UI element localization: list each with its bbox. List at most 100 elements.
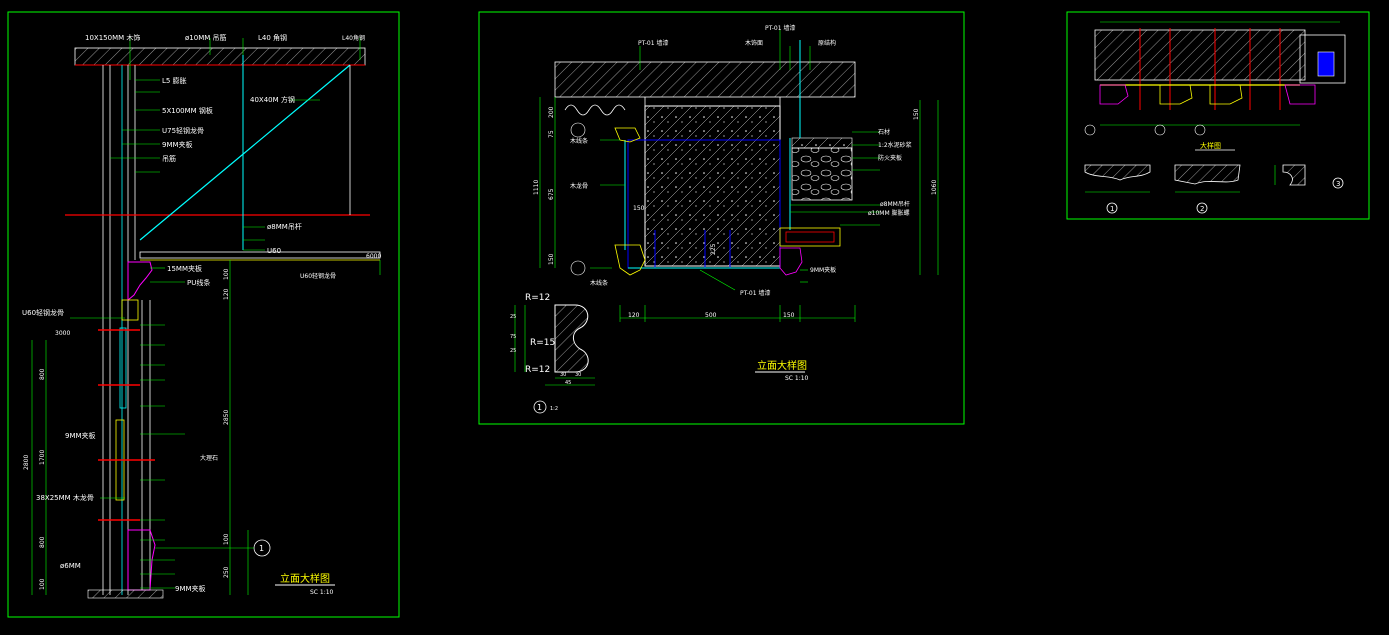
profile-dim-5: 25 xyxy=(510,348,516,354)
profile-r2: R=15 xyxy=(530,338,555,348)
right-profile-callout-2 xyxy=(1196,202,1208,214)
left-drawing-title: 立面大样图 xyxy=(280,572,330,585)
right-callout-b xyxy=(1154,124,1166,136)
right-moulding-1 xyxy=(1099,84,1129,105)
left-anno-9: 吊筋 xyxy=(162,154,176,163)
middle-anno-14: 木龙骨 xyxy=(570,182,588,190)
left-anno-20: 9MM夹板 xyxy=(175,584,206,593)
profile-dim-4: 75 xyxy=(510,334,516,340)
left-dim-10: 6000 xyxy=(366,253,381,260)
right-moulding-3 xyxy=(1209,84,1243,105)
middle-anno-8: ø8MM吊杆 xyxy=(880,200,910,208)
left-dim-12: 120 xyxy=(223,288,230,300)
middle-structure-block xyxy=(644,105,781,267)
middle-anno-1: PT-01 墙漆 xyxy=(638,39,668,47)
middle-dim-labels: 120 500 150 1110 675 150 1060 150 225 20… xyxy=(533,106,938,319)
middle-anno-6: 1:2水泥砂浆 xyxy=(878,141,912,149)
left-cornice xyxy=(127,261,153,302)
middle-drawing-title: 立面大样图 xyxy=(757,359,807,372)
middle-panel xyxy=(478,11,965,425)
middle-anno-3: 原结构 xyxy=(818,39,836,47)
middle-cornice-right xyxy=(779,247,803,276)
right-profile-dims xyxy=(1085,165,1276,193)
right-title-block: 大样图 1 2 3 xyxy=(1110,141,1340,213)
left-anno-18: 38X25MM 木龙骨 xyxy=(36,493,94,502)
right-panel-frame xyxy=(1066,11,1370,220)
right-callout-a xyxy=(1084,124,1096,136)
left-anno-11: ø8MM吊杆 xyxy=(267,222,302,231)
left-anno-16: U60轻钢龙骨 xyxy=(22,308,64,317)
left-cornice-block xyxy=(121,299,139,321)
middle-dim-3: 150 xyxy=(783,312,795,319)
middle-top-moulding xyxy=(614,127,641,143)
right-profile-callout-3 xyxy=(1332,177,1344,189)
left-dim-9: 250 xyxy=(223,566,230,578)
right-profile-2 xyxy=(1174,164,1241,185)
middle-ceiling-slab xyxy=(554,61,856,98)
left-text-labels: 10X150MM 木饰 ø10MM 吊筋 L40 角钢 L40角钢 L5 膨胀 … xyxy=(22,33,365,593)
right-profile-callout-1 xyxy=(1106,202,1118,214)
left-dim-7: 2850 xyxy=(223,410,230,425)
right-callout-1: 1 xyxy=(1110,205,1114,213)
left-panel xyxy=(7,11,400,618)
left-ceiling-slab xyxy=(74,47,366,66)
middle-dim-5: 675 xyxy=(548,188,555,200)
left-anno-3: L40 角钢 xyxy=(258,33,287,42)
middle-callout-top xyxy=(570,122,586,138)
right-callout-2: 2 xyxy=(1200,205,1204,213)
middle-dim-10: 200 xyxy=(548,106,555,118)
left-dim-labels: 3000 2800 800 1700 800 100 2850 100 250 … xyxy=(23,253,381,590)
left-anno-14: 15MM夹板 xyxy=(167,264,202,273)
left-anno-13: U60轻钢龙骨 xyxy=(300,272,336,280)
left-anno-12: U60 xyxy=(267,247,281,255)
right-cornice-box xyxy=(1299,34,1346,84)
profile-r1: R=12 xyxy=(525,293,550,303)
profile-scale: 1:2 xyxy=(550,406,558,412)
left-panel-frame xyxy=(7,11,400,618)
middle-anno-5: 木线条 xyxy=(570,137,588,145)
left-anno-5: L5 膨胀 xyxy=(162,76,187,85)
profile-dim-3: 25 xyxy=(510,314,516,320)
profile-callout xyxy=(533,400,547,414)
middle-anno-11: 木线条 xyxy=(590,279,608,287)
middle-dim-11: 75 xyxy=(548,130,555,138)
left-dim-8: 100 xyxy=(223,533,230,545)
left-anno-17: 9MM夹板 xyxy=(65,431,96,440)
left-dim-2: 2800 xyxy=(23,455,30,470)
left-dim-1: 3000 xyxy=(55,330,70,337)
middle-text-labels: PT-01 墙漆 木饰面 原结构 PT-01 墙漆 木线条 1:2水泥砂浆 防火… xyxy=(570,24,912,297)
middle-callout-bottom xyxy=(570,260,586,276)
left-red-ticks xyxy=(98,329,155,521)
middle-dim-7: 1060 xyxy=(931,180,938,195)
left-anno-2: ø10MM 吊筋 xyxy=(185,33,227,42)
profile-labels: R=12 R=15 R=12 30 45 25 75 25 30 1 1:2 xyxy=(510,293,581,412)
middle-yellow-strip xyxy=(779,227,841,247)
middle-wave-ornament xyxy=(564,104,626,116)
middle-anno-9: ø10MM 膨胀螺 xyxy=(868,209,910,217)
left-dim-5: 800 xyxy=(39,536,46,548)
left-anno-15: PU线条 xyxy=(187,278,210,287)
left-wall-panel-2 xyxy=(119,327,127,409)
left-anno-10: 40X40M 方钢 xyxy=(250,95,295,104)
left-anno-6: 5X100MM 钢板 xyxy=(162,106,213,115)
left-dim-3: 800 xyxy=(39,368,46,380)
middle-profile-moulding xyxy=(554,304,589,373)
middle-anno-7: 防火夹板 xyxy=(878,154,902,162)
left-ceiling-panel xyxy=(139,251,381,259)
right-ceiling-slab xyxy=(1094,29,1306,81)
middle-stone-fill xyxy=(791,147,853,201)
right-profile-3 xyxy=(1282,164,1306,186)
middle-dims xyxy=(539,97,939,322)
left-anno-21: 大理石 xyxy=(200,454,218,462)
left-dim-4: 1700 xyxy=(39,450,46,465)
left-anno-7: U75轻钢龙骨 xyxy=(162,126,204,135)
right-subtitle: 大样图 xyxy=(1200,141,1221,150)
middle-cornice-left xyxy=(614,244,646,276)
left-anno-1: 10X150MM 木饰 xyxy=(85,33,140,42)
right-moulding-4 xyxy=(1284,84,1316,105)
profile-callout-number: 1 xyxy=(537,403,542,412)
middle-anno-13: 石材 xyxy=(878,128,890,136)
profile-dim-6: 30 xyxy=(575,372,581,378)
left-dim-11: 100 xyxy=(223,268,230,280)
